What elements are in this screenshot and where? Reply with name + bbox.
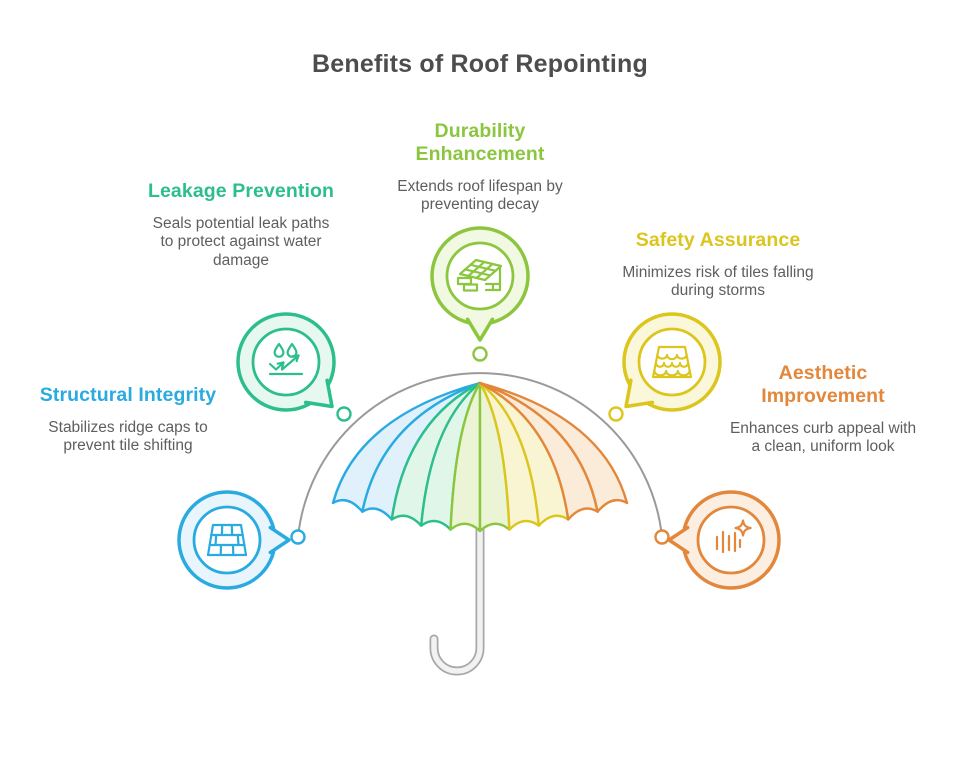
badge-pointer xyxy=(667,525,690,555)
roof-structure-icon xyxy=(456,258,503,292)
badge-inner-ring xyxy=(192,505,262,575)
badge-pointer xyxy=(624,378,655,409)
sparkle-icon xyxy=(734,519,752,537)
connector-node xyxy=(654,529,670,545)
benefit-description: Extends roof lifespan by preventing deca… xyxy=(397,177,563,214)
roof-structure-icon-stroke xyxy=(469,263,497,272)
benefit-badge-structural xyxy=(177,490,291,590)
connector-node xyxy=(472,346,488,362)
badge-inner-ring xyxy=(696,505,766,575)
benefit-description: Minimizes risk of tiles falling during s… xyxy=(622,263,814,300)
benefit-badge-durability xyxy=(430,226,530,342)
roof-tiles-icon-stroke xyxy=(651,345,693,379)
benefit-description: Stabilizes ridge caps to prevent tile sh… xyxy=(48,418,208,455)
connector-node xyxy=(336,406,352,422)
connector-arc xyxy=(297,372,663,538)
roof-tiles-icon-stroke xyxy=(656,353,688,361)
benefit-title: Safety Assurance xyxy=(635,229,801,251)
benefit-block-safety: Safety Assurance Minimizes risk of tiles… xyxy=(622,229,814,301)
roof-tiles-icon-stroke xyxy=(653,369,691,377)
roof-tiles-icon xyxy=(651,345,693,379)
benefit-title: Durability Enhancement xyxy=(415,120,545,165)
benefit-title: Structural Integrity xyxy=(39,384,217,406)
connector-node xyxy=(608,406,624,422)
shine-icon xyxy=(715,519,752,554)
roof-structure-icon-stroke xyxy=(475,262,494,280)
water-repel-icon xyxy=(268,342,304,376)
benefit-badge-leakage xyxy=(236,312,336,412)
umbrella-panel xyxy=(478,381,629,513)
umbrella-handle-inner xyxy=(431,521,483,674)
brick-wall-icon-stroke xyxy=(214,533,218,547)
connector-node xyxy=(290,529,306,545)
roof-structure-icon-stroke xyxy=(462,283,479,292)
water-repel-icon-stroke xyxy=(273,342,285,358)
roof-tiles-icon-stroke xyxy=(654,361,690,368)
brick-wall-icon xyxy=(206,523,248,557)
umbrella-handle xyxy=(429,519,485,676)
water-repel-icon-stroke xyxy=(280,361,285,370)
water-repel-icon-stroke xyxy=(280,354,300,371)
benefit-title: Aesthetic Improvement xyxy=(761,362,885,407)
water-repel-icon-stroke xyxy=(268,361,285,371)
roof-structure-icon-stroke xyxy=(467,260,486,278)
badge-pointer xyxy=(465,317,495,342)
brick-wall-icon-stroke xyxy=(236,533,240,547)
badge-inner-ring xyxy=(251,327,321,397)
water-repel-icon-stroke xyxy=(295,354,300,363)
page-title: Benefits of Roof Repointing xyxy=(312,50,648,78)
umbrella-canopy xyxy=(331,381,629,533)
benefit-block-leakage: Leakage Prevention Seals potential leak … xyxy=(145,180,337,271)
benefit-badge-safety xyxy=(622,312,722,412)
benefit-badge-aesthetic xyxy=(667,490,781,590)
benefit-block-durability: Durability Enhancement Extends roof life… xyxy=(382,120,578,215)
benefit-description: Enhances curb appeal with a clean, unifo… xyxy=(729,419,917,456)
badge-pointer xyxy=(303,378,334,409)
benefit-block-structural: Structural Integrity Stabilizes ridge ca… xyxy=(30,384,226,456)
roof-structure-icon-stroke xyxy=(464,268,492,277)
benefit-block-aesthetic: Aesthetic Improvement Enhances curb appe… xyxy=(725,362,921,457)
benefit-description: Seals potential leak paths to protect ag… xyxy=(152,214,330,269)
badge-pointer xyxy=(268,525,291,555)
benefit-title: Leakage Prevention xyxy=(147,180,335,202)
